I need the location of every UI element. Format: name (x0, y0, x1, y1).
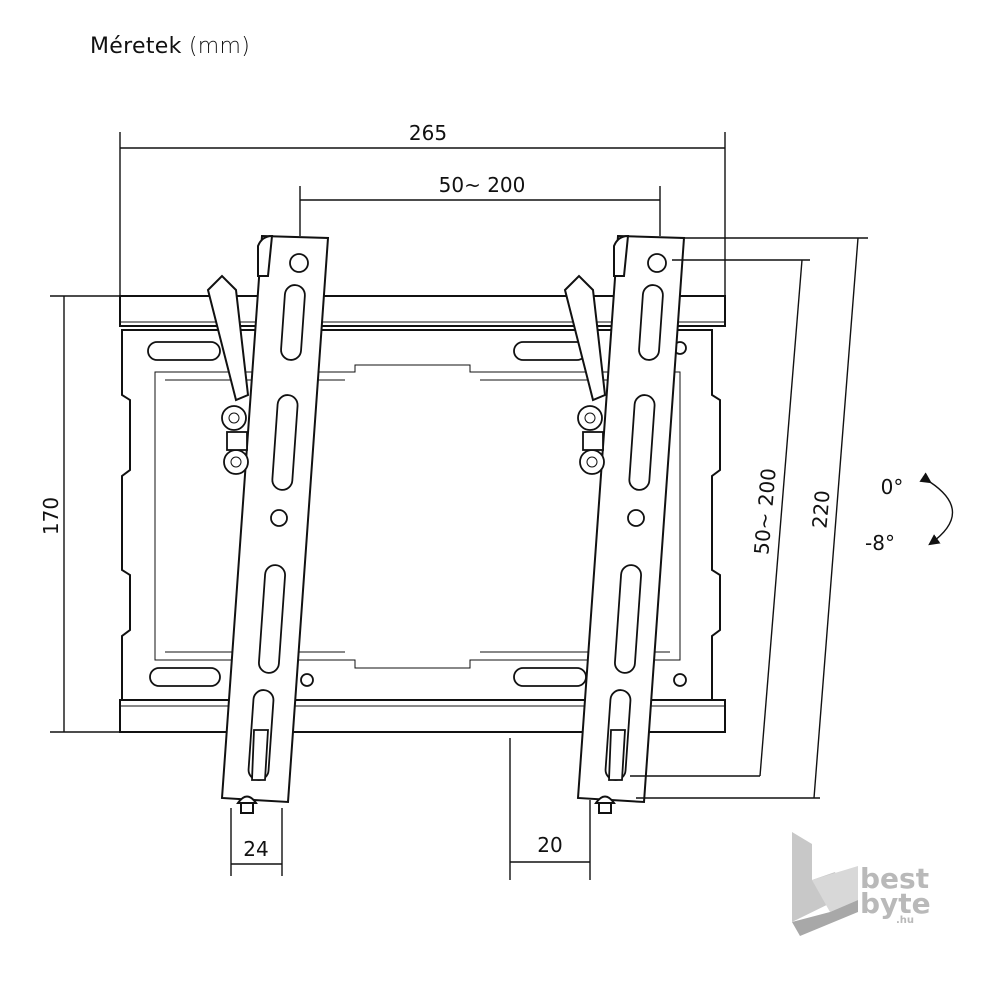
tilt-min-label: -8° (865, 531, 895, 555)
arm-length-label: 220 (807, 489, 834, 529)
vesa-horizontal-label: 50~ 200 (439, 173, 526, 197)
logo-line1: best (860, 862, 929, 895)
logo-line2: byte (860, 887, 931, 920)
tilt-max-label: 0° (881, 475, 904, 499)
overall-height-label: 170 (39, 497, 63, 535)
dimension-vesa-horizontal: 50~ 200 (299, 173, 661, 236)
dimension-arm-length: 220 (636, 237, 868, 799)
logo-suffix: .hu (896, 915, 914, 926)
wall-distance-label: 20 (537, 833, 562, 857)
bestbyte-logo: best byte .hu (792, 832, 931, 936)
tilt-arrow-icon (919, 472, 954, 546)
dimension-overall-width: 265 (119, 121, 726, 296)
dimension-overall-height: 170 (39, 295, 120, 733)
left-mounting-arm (206, 234, 330, 814)
right-mounting-arm (563, 234, 686, 814)
tilt-indicator: 0° -8° (865, 472, 954, 555)
vesa-vertical-label: 50~ 200 (749, 467, 780, 556)
dimension-vesa-vertical: 50~ 200 (630, 259, 810, 777)
title-label: Méretek (90, 34, 182, 59)
title-unit: (mm) (188, 34, 251, 59)
dimension-wall-distance: 20 (509, 738, 591, 880)
dimension-arm-width: 24 (230, 808, 283, 876)
overall-width-label: 265 (409, 121, 447, 145)
page-title: Méretek (mm) (90, 34, 250, 59)
arm-width-label: 24 (243, 837, 268, 861)
